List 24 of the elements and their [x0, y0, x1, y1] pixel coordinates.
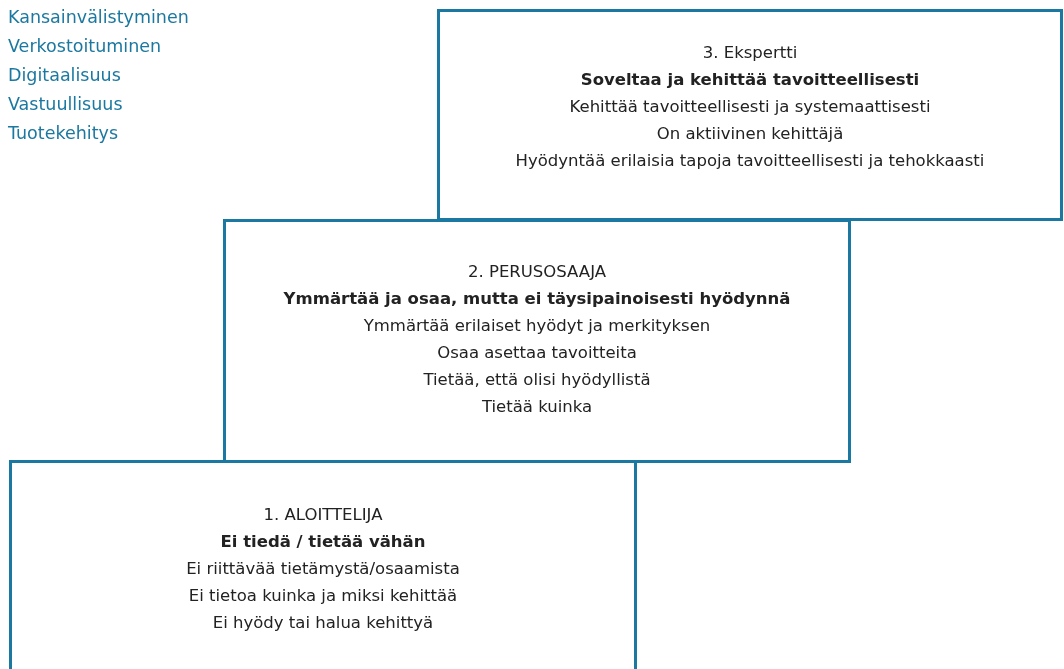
level-box	[437, 9, 1063, 221]
topic-label: Tuotekehitys	[8, 122, 119, 145]
description-line: Osaa asettaa tavoitteita	[437, 342, 637, 364]
description-line: Ymmärtää erilaiset hyödyt ja merkityksen	[363, 315, 711, 337]
level-box	[9, 460, 637, 669]
level-title: 2. PERUSOSAAJA	[467, 261, 606, 283]
topic-label: Vastuullisuus	[8, 93, 123, 116]
topic-label: Digitaalisuus	[8, 64, 121, 87]
description-line: Tietää kuinka	[481, 396, 593, 418]
level-subtitle: Soveltaa ja kehittää tavoitteellisesti	[580, 69, 920, 91]
level-title: 3. Ekspertti	[702, 42, 798, 64]
description-line: Tietää, että olisi hyödyllistä	[423, 369, 651, 391]
description-line: Ei tietoa kuinka ja miksi kehittää	[188, 585, 458, 607]
description-line: On aktiivinen kehittäjä	[656, 123, 844, 145]
level-subtitle: Ei tiedä / tietää vähän	[220, 531, 426, 553]
description-line: Kehittää tavoitteellisesti ja systemaattisesti	[569, 96, 931, 118]
description-line: Ei riittävää tietämystä/osaamista	[186, 558, 460, 580]
level-subtitle: Ymmärtää ja osaa, mutta ei täysipainoisesti hyödynnä	[283, 288, 791, 310]
topic-label: Kansainvälistyminen	[8, 6, 189, 29]
level-title: 1. ALOITTELIJA	[263, 504, 383, 526]
topic-label: Verkostoituminen	[8, 35, 162, 58]
description-line: Hyödyntää erilaisia tapoja tavoitteellisesti ja tehokkaasti	[515, 150, 985, 172]
level-box	[223, 219, 851, 463]
description-line: Ei hyödy tai halua kehittyä	[212, 612, 434, 634]
